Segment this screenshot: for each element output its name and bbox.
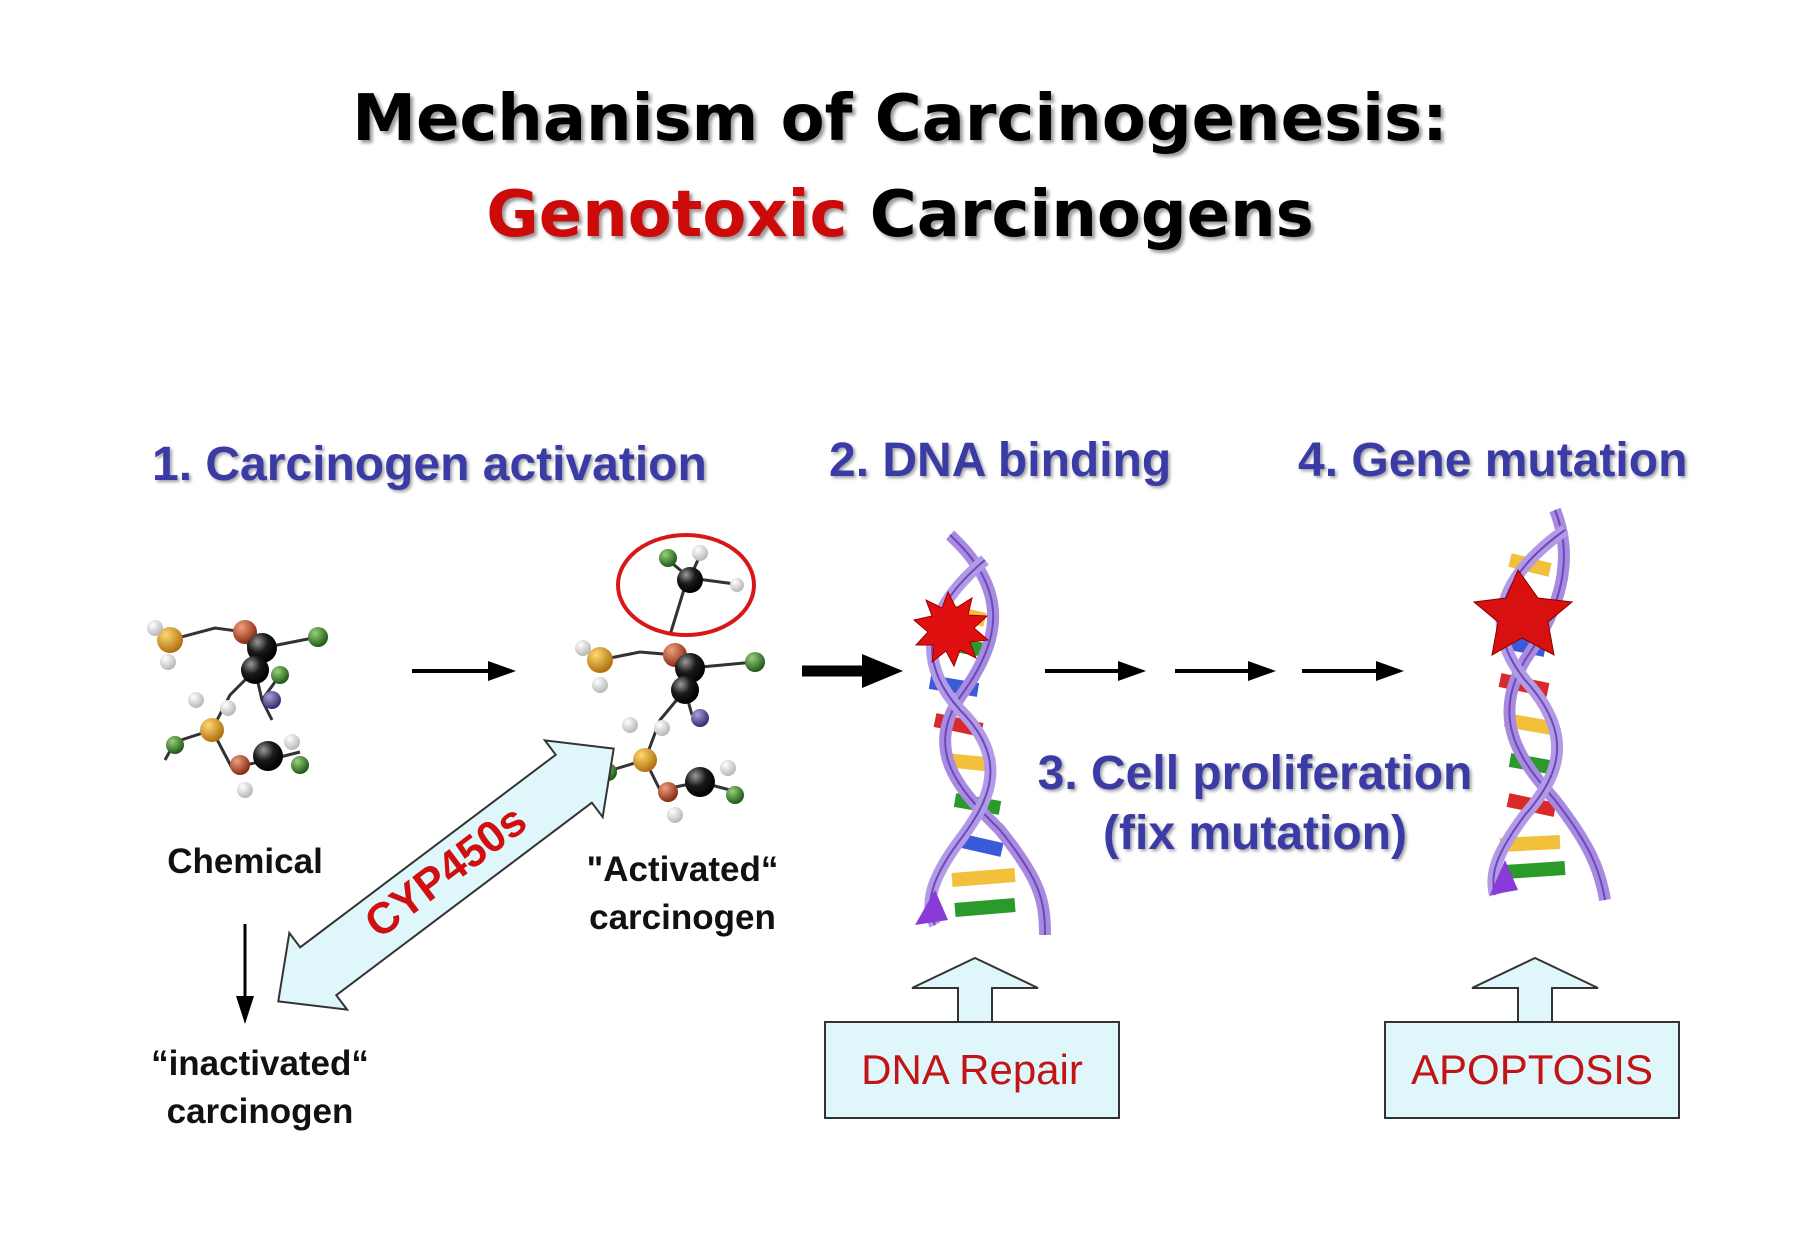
inactivated-carcinogen-label: “inactivated“ carcinogen — [120, 1040, 400, 1136]
damage-burst-icon — [912, 590, 990, 668]
title-line-1: Mechanism of Carcinogenesis: — [352, 82, 1448, 156]
arrow-4-icon — [1175, 661, 1276, 681]
step-2-heading: 2. DNA binding — [829, 434, 1172, 487]
step-4-heading: 4. Gene mutation — [1298, 434, 1688, 487]
chemical-molecule-icon — [147, 620, 328, 798]
dna-helix-icon-2 — [1487, 507, 1611, 902]
dna-repair-box: DNA Repair — [824, 1021, 1120, 1119]
arrow-1-icon — [412, 661, 516, 681]
mutation-star-icon — [1472, 568, 1574, 656]
inactivated-label-line-2: carcinogen — [166, 1092, 354, 1131]
activated-carcinogen-label: "Activated“ carcinogen — [560, 846, 805, 942]
reactive-group-icon — [616, 533, 756, 637]
step-3-line-1: 3. Cell proliferation — [1037, 747, 1473, 800]
arrow-2-icon — [802, 654, 903, 688]
title-line-2: Genotoxic Carcinogens — [0, 178, 1800, 252]
title-line-2-rest: Carcinogens — [847, 178, 1314, 252]
dna-repair-up-arrow-icon — [911, 956, 1039, 1022]
step-3-heading: 3. Cell proliferation (fix mutation) — [1020, 744, 1490, 864]
activated-label-line-1: "Activated“ — [586, 850, 779, 889]
step-3-line-2: (fix mutation) — [1103, 807, 1407, 860]
arrow-5-icon — [1302, 661, 1404, 681]
apoptosis-box: APOPTOSIS — [1384, 1021, 1680, 1119]
apoptosis-label: APOPTOSIS — [1411, 1046, 1653, 1093]
dna-repair-label: DNA Repair — [861, 1046, 1083, 1093]
flow-arrows — [236, 654, 1404, 1024]
activated-label-line-2: carcinogen — [589, 898, 776, 937]
chemical-label: Chemical — [167, 842, 323, 881]
cyp450-double-arrow-icon — [277, 739, 615, 1011]
inactivated-label-line-1: “inactivated“ — [151, 1044, 369, 1083]
arrow-3-icon — [1045, 661, 1146, 681]
dna-helix-icon-1 — [915, 530, 1051, 936]
title-accent-word: Genotoxic — [486, 178, 848, 252]
apoptosis-up-arrow-icon — [1471, 956, 1599, 1022]
step-1-heading: 1. Carcinogen activation — [152, 438, 707, 491]
arrow-down-icon — [236, 924, 254, 1024]
